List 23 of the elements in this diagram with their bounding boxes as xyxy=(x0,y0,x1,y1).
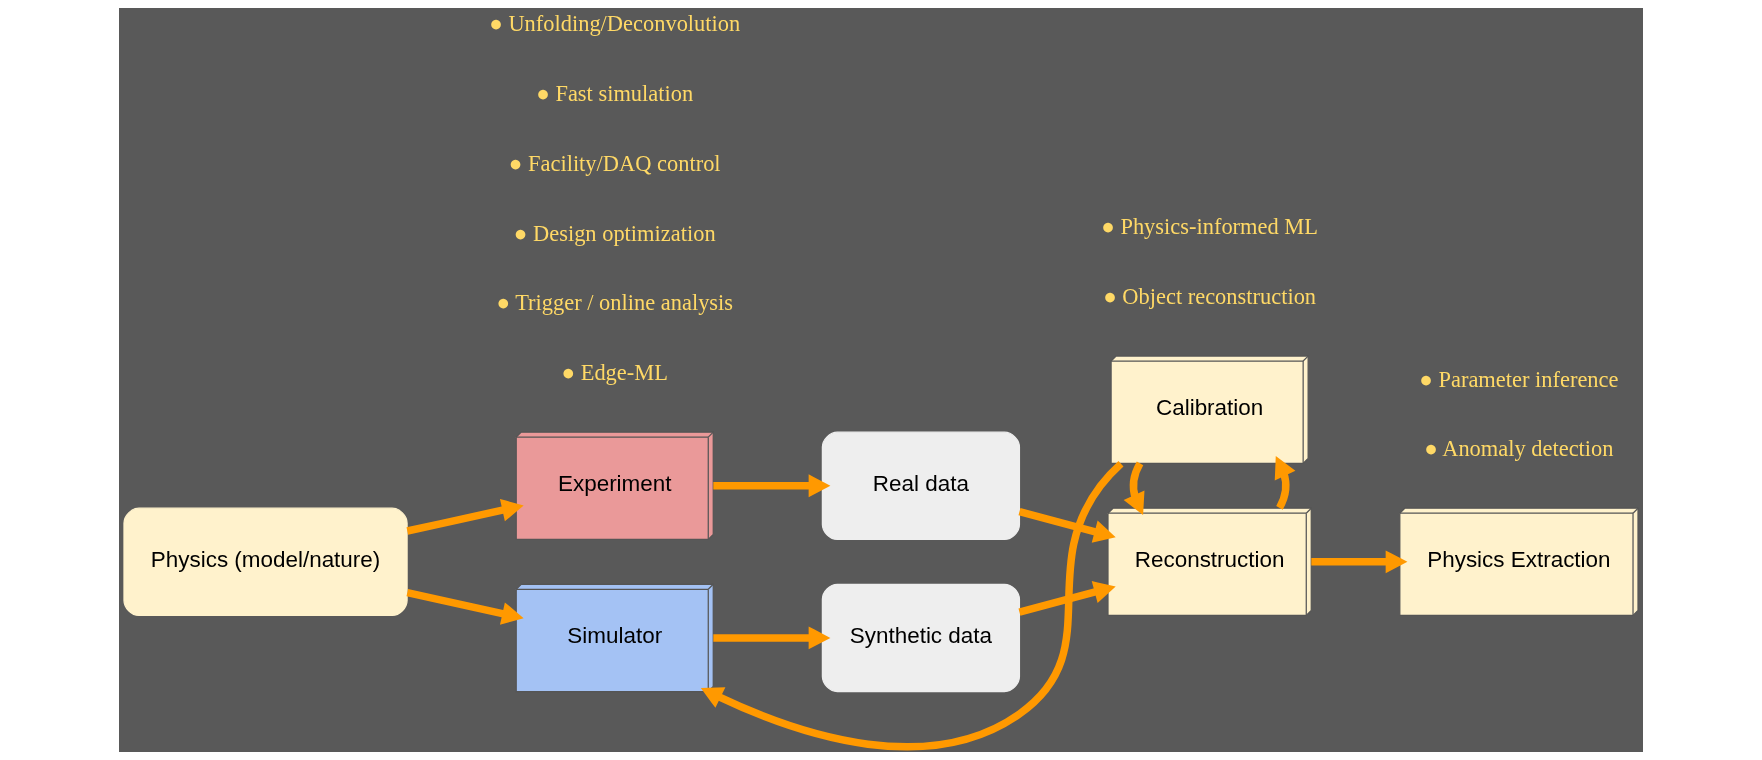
arrow xyxy=(713,474,831,498)
label: ● Anomaly detection xyxy=(1424,436,1614,462)
label: ● Fast simulation xyxy=(536,80,694,106)
arrow xyxy=(1018,581,1116,616)
label: ● Edge-ML xyxy=(561,360,668,386)
label: ● Facility/DAQ control xyxy=(508,150,721,176)
label: ● Parameter inference xyxy=(1419,366,1619,392)
label: ● Unfolding/Deconvolution xyxy=(489,11,741,37)
arrow xyxy=(406,499,524,535)
arrow xyxy=(1274,456,1296,510)
arrow xyxy=(1018,508,1116,543)
label: ● Design optimization xyxy=(513,220,716,246)
label: ● Physics-informed ML xyxy=(1101,214,1318,240)
arrow xyxy=(1123,461,1145,516)
arrow xyxy=(700,461,1124,751)
arrow xyxy=(1311,550,1408,574)
node-box: Real data xyxy=(821,431,1021,541)
node-box: Synthetic data xyxy=(821,583,1021,693)
node-box: Physics (model/nature) xyxy=(123,507,408,617)
label: ● Trigger / online analysis xyxy=(496,290,734,316)
label: ● Object reconstruction xyxy=(1103,284,1317,310)
arrow xyxy=(406,589,524,625)
arrow xyxy=(713,626,831,650)
